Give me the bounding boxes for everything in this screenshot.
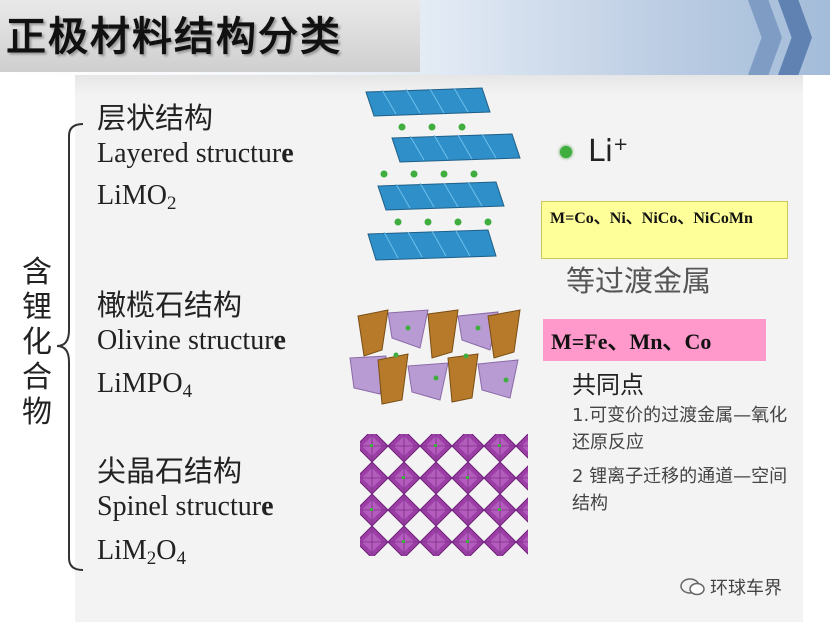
spinel-title-en: Spinel structure [97,491,274,522]
olivine-metals-box: M=Fe、Mn、Co [543,319,766,361]
common-point-2: 2 锂离子迁移的通道—空间结构 [572,466,788,514]
common-point-1: 1.可变价的过渡金属—氧化还原反应 [572,405,788,453]
vertical-char: 含 [22,255,52,290]
spinel-title-cn: 尖晶石结构 [97,454,243,488]
olivine-title-en: Olivine structure [97,325,286,356]
layered-metals-box: M=Co、Ni、NiCo、NiCoMn [541,201,788,259]
common-title: 共同点 [572,371,644,399]
olivine-structure-illustration [349,309,521,405]
wechat-icon [680,578,705,596]
layered-title-cn: 层状结构 [97,101,214,135]
olivine-formula: LiMPO4 [97,368,193,402]
layered-structure-illustration [365,87,521,261]
spinel-formula: LiM2O4 [97,535,187,569]
brace-bracket [56,123,84,571]
transition-metals-text: 等过渡金属 [566,264,712,298]
li-ion-legend: Li+ [588,134,629,169]
li-ion-dot-icon [560,146,572,158]
page-title: 正极材料结构分类 [6,14,342,60]
vertical-char: 锂 [22,290,52,325]
vertical-char: 合 [22,360,52,395]
vertical-label: 含 锂 化 合 物 [14,255,60,430]
spinel-structure-illustration [360,434,528,556]
vertical-char: 化 [22,325,52,360]
layered-formula: LiMO2 [97,180,177,214]
vertical-char: 物 [22,395,52,430]
watermark-text: 环球车界 [710,578,782,599]
watermark: 环球车界 [680,574,782,600]
layered-title-en: Layered structure [97,138,294,169]
olivine-title-cn: 橄榄石结构 [97,288,243,322]
title-band: 正极材料结构分类 [0,0,420,72]
